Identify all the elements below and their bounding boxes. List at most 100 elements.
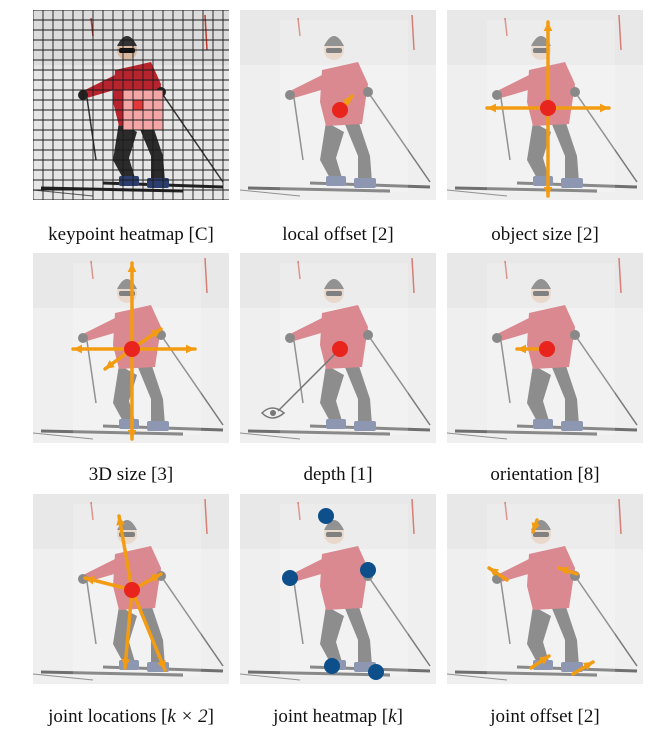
caption-joint-locations-suffix: ]	[207, 706, 214, 727]
snow-track	[447, 189, 508, 197]
ski-pole	[367, 575, 431, 667]
skier-leg	[113, 122, 137, 182]
skier-arm	[499, 558, 535, 582]
heat-cell	[153, 90, 163, 100]
caption-depth: depth [1]	[303, 464, 373, 485]
gate-pole	[90, 260, 94, 280]
joint-point	[324, 658, 340, 674]
arrow-head	[489, 568, 499, 577]
caption-joint-heatmap-prefix: joint heatmap [	[273, 706, 389, 727]
joint-arrow-right-foot	[130, 588, 167, 672]
skier-hat	[531, 36, 551, 46]
arrow-head	[105, 360, 115, 369]
skier-glove	[78, 333, 88, 343]
local-offset-image	[240, 10, 436, 200]
heatmap-cells	[123, 90, 163, 130]
heat-cell	[143, 90, 153, 100]
gate-pole	[618, 14, 622, 51]
skier-glove	[492, 333, 502, 343]
joint-arrow-left-foot	[121, 588, 134, 670]
heat-cell	[123, 100, 133, 110]
arrow-head	[342, 96, 352, 106]
heat-peak-cell	[133, 100, 143, 110]
heat-cell	[123, 110, 133, 120]
eye-icon	[260, 407, 286, 419]
ski	[454, 186, 598, 193]
skier-goggles	[326, 291, 342, 296]
snow-track	[447, 432, 508, 440]
3d-size-image	[33, 253, 229, 443]
size3d-arrow-up	[127, 261, 137, 351]
skier-leg	[113, 606, 137, 666]
ski	[247, 670, 391, 677]
arrow-head	[599, 103, 609, 113]
heat-cell	[153, 120, 163, 130]
ski	[454, 429, 598, 436]
skier-hat	[324, 36, 344, 46]
gate-pole	[504, 17, 508, 37]
gate-pole	[504, 501, 508, 521]
arrow-head	[559, 566, 569, 575]
fade-overlay	[240, 494, 436, 684]
skier-arm	[292, 317, 328, 341]
skier-goggles	[533, 291, 549, 296]
joint-heatmap-image	[240, 494, 436, 684]
gate-pole	[204, 498, 208, 535]
ski-pole	[86, 340, 97, 404]
skier-glove	[363, 330, 373, 340]
panel-keypoint-heatmap	[33, 10, 229, 200]
heat-cell	[153, 100, 163, 110]
arrow-head	[517, 344, 527, 354]
gate-pole	[411, 14, 415, 51]
caption-joint-heatmap-math: k	[388, 706, 397, 727]
panel-object-size	[447, 10, 643, 200]
caption-keypoint-heatmap: keypoint heatmap [C]	[48, 224, 214, 245]
arrow-head	[127, 263, 137, 273]
heat-cell	[123, 120, 133, 130]
gate-pole	[90, 501, 94, 521]
size-arrow-up	[543, 20, 553, 110]
joint-arrow-head	[116, 514, 134, 592]
joint-offset-image	[447, 494, 643, 684]
joint-locations-image	[33, 494, 229, 684]
size3d-arrow-right	[130, 344, 197, 354]
arrow-head	[185, 344, 195, 354]
skier-boot	[119, 419, 139, 429]
skier-arm	[85, 317, 121, 341]
skier-leg	[137, 363, 165, 425]
caption-joint-heatmap: joint heatmap [k]	[228, 706, 448, 728]
panel-joint-locations	[33, 494, 229, 684]
ski	[247, 186, 391, 193]
heat-cell	[143, 100, 153, 110]
skier-arm	[292, 74, 328, 98]
arrow-head	[543, 186, 553, 196]
skier-boot	[533, 419, 553, 429]
arrow-head	[151, 329, 161, 338]
size-arrow-down	[543, 106, 553, 198]
orientation-image	[447, 253, 643, 443]
skier-hat	[117, 36, 137, 46]
grid-lines	[33, 10, 229, 200]
ski-pole	[293, 340, 304, 404]
center-point	[332, 102, 348, 118]
fade-overlay	[447, 494, 643, 684]
snow-track	[33, 432, 94, 440]
skier-hat	[531, 279, 551, 289]
ski-pole	[293, 581, 304, 645]
skier-arm	[292, 558, 328, 582]
panel-orientation	[447, 253, 643, 443]
bounding-region	[487, 504, 615, 676]
skier-boot	[354, 178, 376, 188]
skier-glove	[492, 90, 502, 100]
skier-leg	[320, 365, 344, 425]
arrow-head	[121, 658, 131, 668]
joint-arrow-left-hand	[83, 576, 134, 592]
gate-pole	[618, 257, 622, 294]
snow-track	[240, 432, 301, 440]
skier-glove	[285, 90, 295, 100]
panel-joint-heatmap	[240, 494, 436, 684]
joint-offset-left-hand	[487, 566, 509, 582]
caption-object-size: object size [2]	[491, 224, 599, 245]
center-point	[124, 582, 140, 598]
caption-3d-size: 3D size [3]	[88, 464, 174, 485]
